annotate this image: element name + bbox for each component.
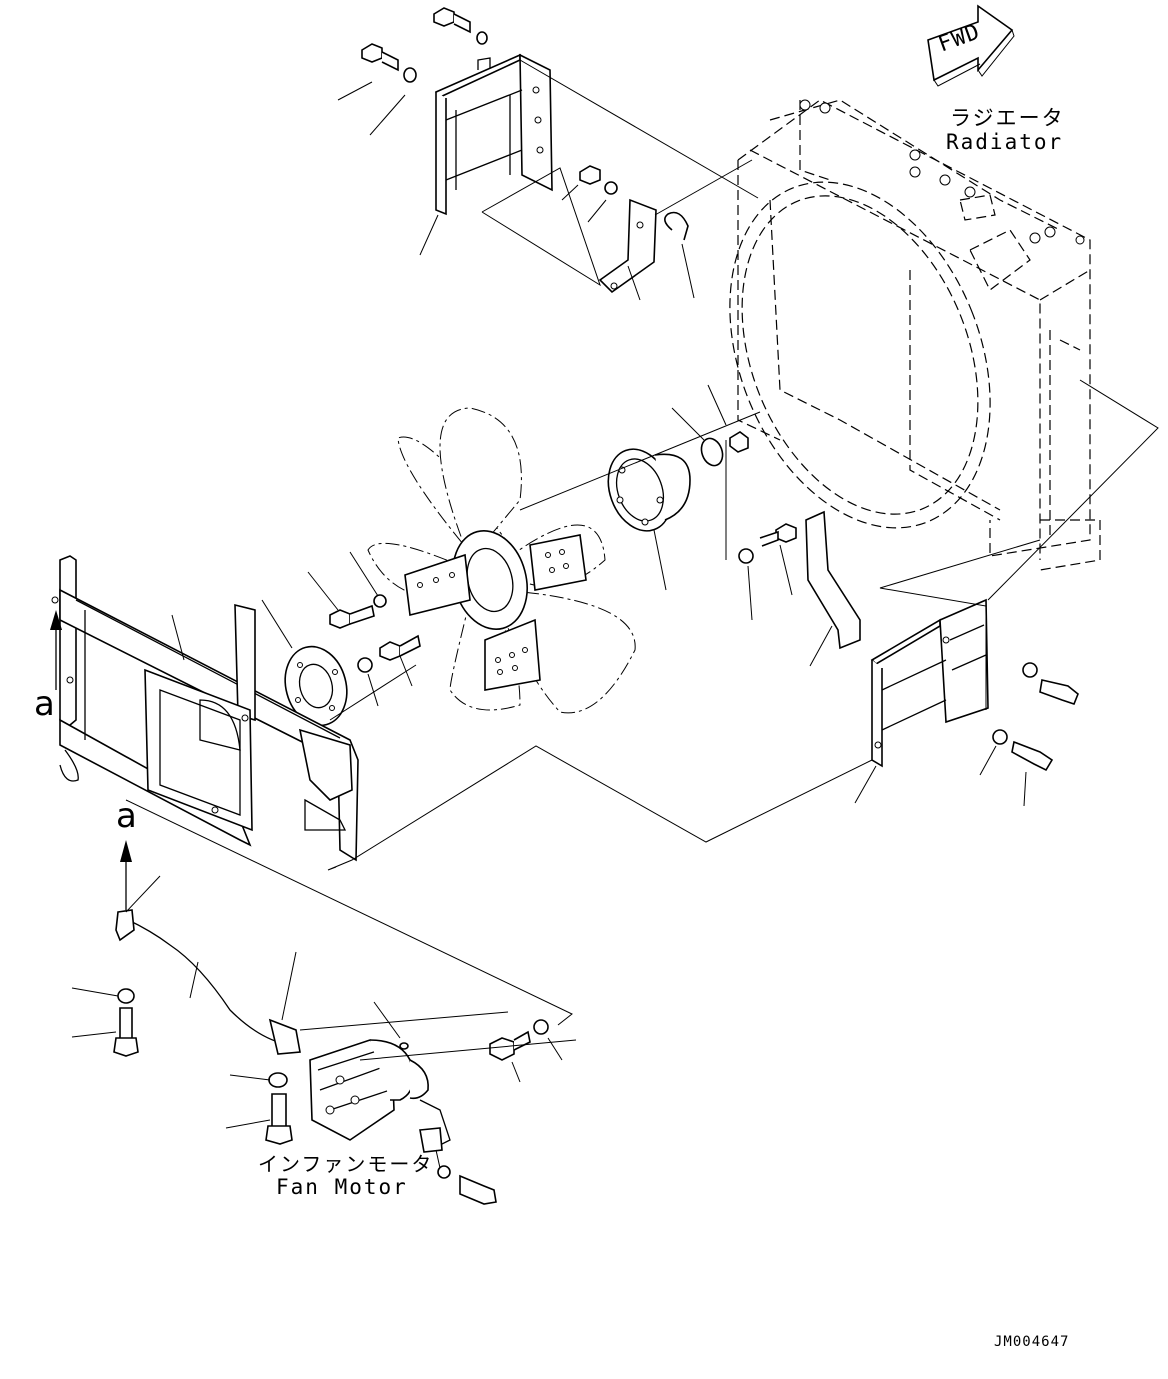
ring-washer <box>700 431 749 467</box>
cooling-fan <box>367 407 636 714</box>
fan-guard-frame <box>51 555 359 862</box>
bottom-bolts <box>113 988 549 1205</box>
drawing-code: JM004647 <box>994 1334 1070 1350</box>
view-a-label-upper: a <box>34 684 57 724</box>
view-a-arrow-lower-icon <box>120 840 132 910</box>
view-a-label-lower: a <box>116 796 139 836</box>
hose-assembly <box>115 909 301 1055</box>
top-bolt-2 <box>361 43 417 83</box>
fan-motor-label-en: Fan Motor <box>276 1175 408 1199</box>
fan-hub-spacer <box>607 448 691 532</box>
stay-bracket <box>598 198 657 294</box>
top-bolt-1 <box>433 7 488 45</box>
fwd-arrow-icon <box>927 4 1015 87</box>
fan-motor <box>309 1039 451 1153</box>
radiator-label-en: Radiator <box>946 130 1064 154</box>
clip-part <box>664 211 689 241</box>
top-mounting-bracket <box>435 53 553 216</box>
radiator-label-jp: ラジエータ <box>950 106 1065 130</box>
fan-motor-label-jp: インファンモータ <box>258 1152 434 1176</box>
leader-lines <box>71 59 1159 1169</box>
radiator-outline <box>729 99 1101 571</box>
long-stay <box>805 510 861 650</box>
view-a-arrow-upper-icon <box>50 610 62 690</box>
fan-bolts <box>329 594 421 673</box>
right-mounting-bracket <box>870 598 989 768</box>
right-bolts <box>738 523 1079 772</box>
hex-nut <box>579 165 618 195</box>
fan-flange-plate <box>284 645 348 727</box>
